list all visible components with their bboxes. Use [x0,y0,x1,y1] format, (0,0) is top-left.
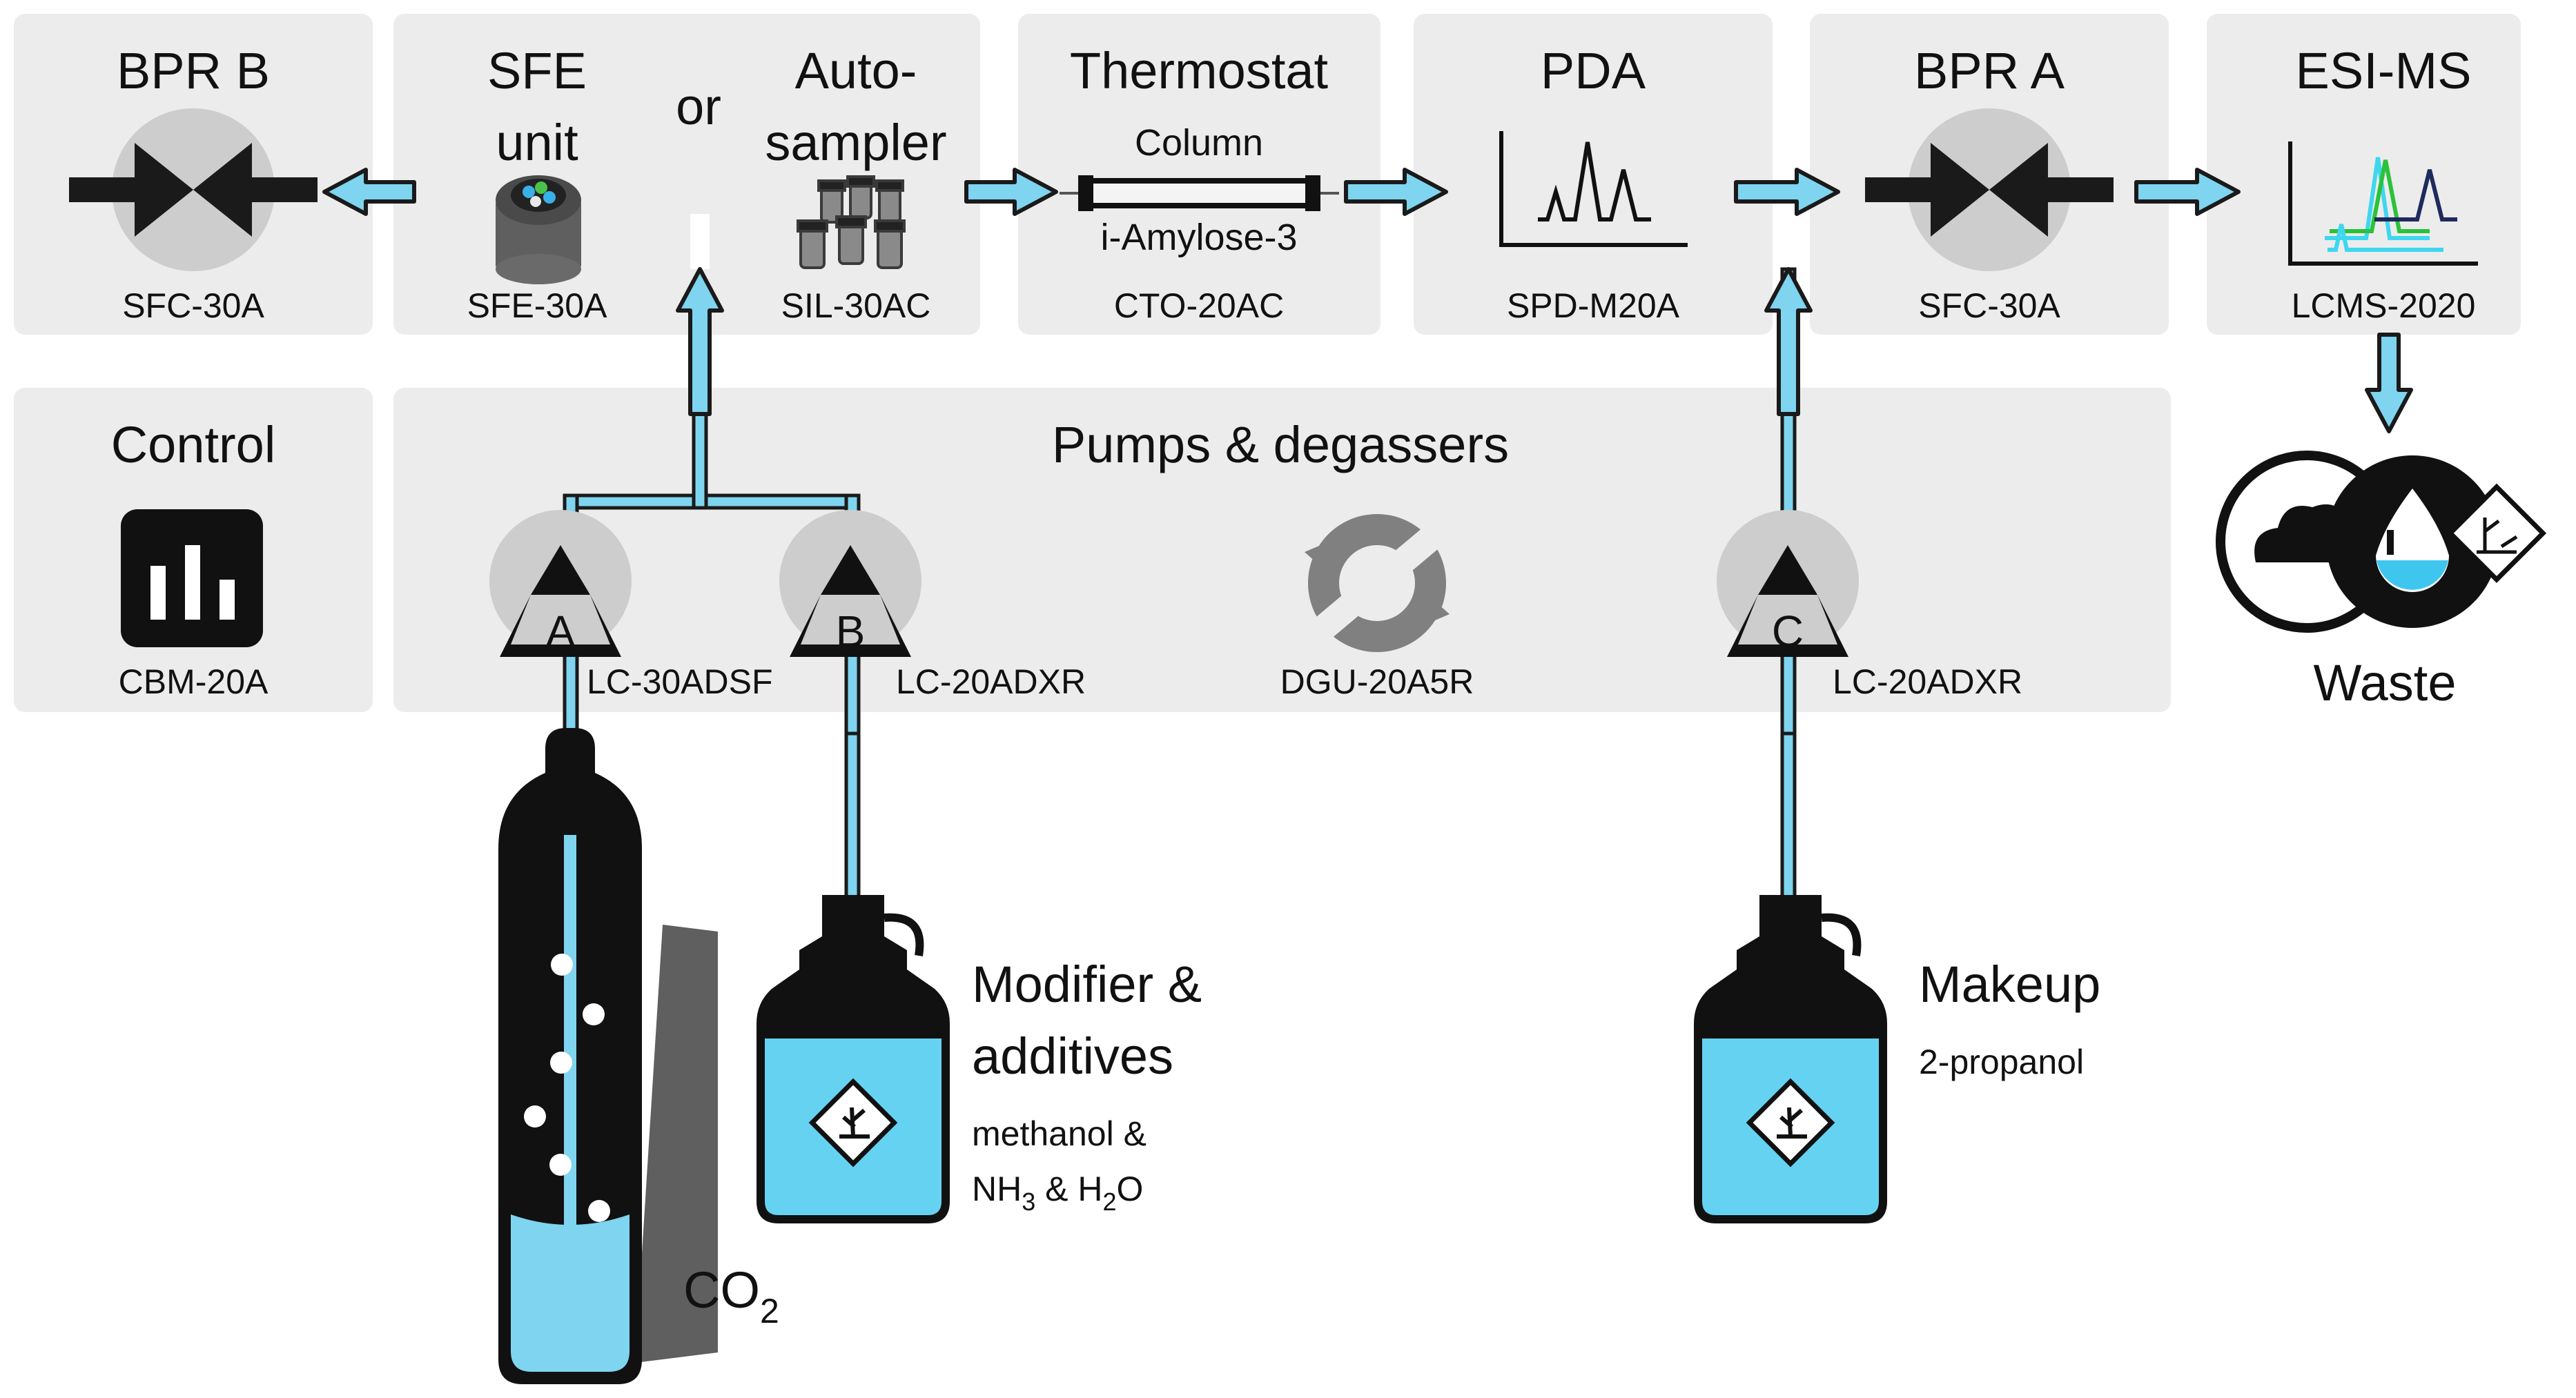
makeup-title: Makeup [1919,956,2100,1013]
modifier-title-line1: Modifier & [972,956,1202,1013]
thermostat-model: CTO-20AC [1114,286,1284,325]
pump-b-model: LC-20ADXR [896,662,1086,701]
arrow-to-esi-ms [2134,168,2241,216]
waste-label: Waste [2314,654,2457,711]
arrow-up-makeup [1764,267,1813,416]
thermostat-title: Thermostat [1070,42,1329,99]
co2-subscript: 2 [760,1292,779,1330]
degasser-model: DGU-20A5R [1280,662,1474,701]
flow-arrows [322,168,2413,433]
autosampler-model: SIL-30AC [781,286,931,325]
sfe-vessel-icon [496,175,581,284]
pump-a-letter: A [546,607,576,656]
autosampler-title-line1: Auto- [795,42,917,99]
control-model: CBM-20A [119,662,269,701]
pump-c-model: LC-20ADXR [1833,662,2022,701]
pda-title: PDA [1541,42,1646,99]
arrow-to-pda [1344,168,1448,216]
sfe-model: SFE-30A [467,286,608,325]
ms-spectrum-icon [2288,141,2478,266]
sfe-title-line1: SFE [487,42,587,99]
pda-model: SPD-M20A [1507,286,1680,325]
modifier-detail-line1: methanol & [972,1114,1146,1153]
esi-ms-model: LCMS-2020 [2292,286,2476,325]
chromatogram-icon [1499,131,1688,247]
modifier-detail-line2: NH3 & H2O [972,1170,1143,1216]
solvent-bottle-icon [757,895,950,1223]
arrow-to-thermostat [964,168,1058,216]
thermostat-panel [1018,14,1380,335]
solvent-bottle-icon-makeup [1694,895,1887,1223]
arrow-to-waste [2365,333,2413,433]
waste-icons [2216,451,2547,633]
arrow-up-to-sfe [676,267,724,416]
autosampler-title-line2: sampler [765,114,946,171]
makeup-detail: 2-propanol [1919,1043,2084,1081]
pump-a-model: LC-30ADSF [587,662,773,701]
gas-cylinder-icon [498,728,718,1384]
column-bottom-label: i-Amylose-3 [1100,217,1297,258]
bar-chart-icon [121,509,263,647]
arrow-to-bpr-b [322,168,416,216]
pump-c-letter: C [1772,607,1804,656]
pump-b-letter: B [836,607,866,656]
or-label: or [676,78,721,135]
modifier-title-line2: additives [972,1027,1173,1085]
column-icon [1060,175,1339,211]
sfe-title-line2: unit [496,114,578,171]
hazard-icon [2446,483,2547,583]
esi-ms-panel [2207,14,2521,335]
co2-label: CO2 [683,1261,779,1330]
bpr-a-model: SFC-30A [1918,286,2060,325]
esi-ms-title: ESI-MS [2296,42,2472,99]
arrow-to-bpr-a [1734,168,1840,216]
pumps-title: Pumps & degassers [1052,416,1509,473]
vials-icon [797,175,906,269]
degasser-icon [1305,514,1450,652]
bpr-b-model: SFC-30A [122,286,264,325]
column-top-label: Column [1135,122,1263,164]
control-title: Control [111,416,276,473]
bpr-a-title: BPR A [1914,42,2065,99]
bpr-b-title: BPR B [117,42,270,99]
